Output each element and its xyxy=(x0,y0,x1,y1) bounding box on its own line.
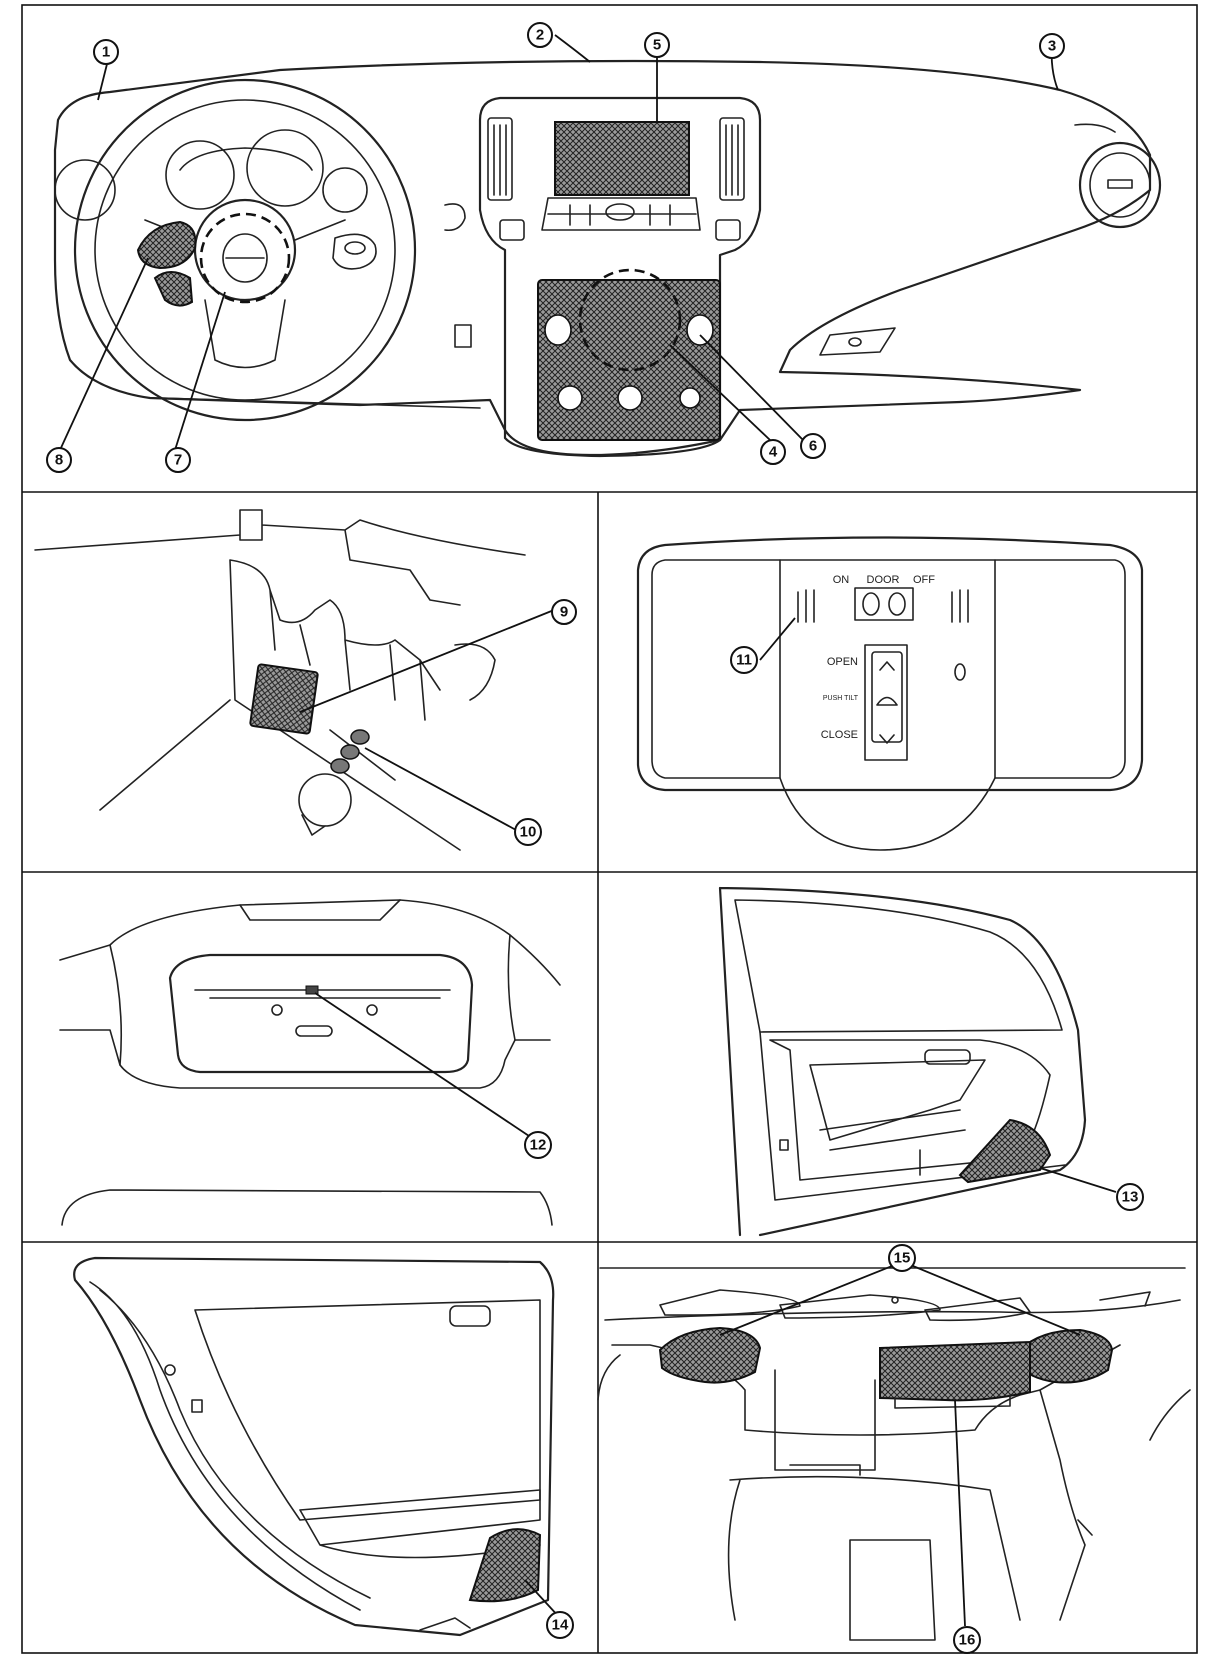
callout-13: 13 xyxy=(1116,1183,1144,1211)
svg-text:5: 5 xyxy=(653,37,661,54)
svg-text:15: 15 xyxy=(894,1250,911,1267)
callout-1: 1 xyxy=(93,39,119,65)
sunroof-push-tilt-label: PUSH TILT xyxy=(823,695,859,702)
svg-text:8: 8 xyxy=(55,452,63,469)
callout-6: 6 xyxy=(800,433,826,459)
panel-frames xyxy=(21,4,1198,1654)
svg-text:14: 14 xyxy=(552,1617,569,1634)
callout-10: 10 xyxy=(514,818,542,846)
svg-text:9: 9 xyxy=(560,604,568,621)
instrument-panel-view xyxy=(53,34,1162,458)
svg-text:4: 4 xyxy=(769,444,778,461)
svg-text:11: 11 xyxy=(736,652,752,669)
callout-3: 3 xyxy=(1039,33,1065,59)
svg-text:3: 3 xyxy=(1048,38,1056,55)
svg-text:10: 10 xyxy=(520,824,537,841)
map-lamp-switch-label-off: OFF xyxy=(913,574,935,586)
sunroof-close-label: CLOSE xyxy=(821,729,858,741)
callout-11: 11 xyxy=(730,646,758,674)
callout-5: 5 xyxy=(644,32,670,58)
map-lamp-view: ON DOOR OFF OPEN PUSH TILT CLOSE xyxy=(636,536,1144,851)
front-door-view xyxy=(718,886,1117,1237)
callout-12: 12 xyxy=(524,1131,552,1159)
svg-text:1: 1 xyxy=(102,44,110,61)
callout-7: 7 xyxy=(165,447,191,473)
callout-16: 16 xyxy=(953,1626,981,1654)
callout-14: 14 xyxy=(546,1611,574,1639)
callout-15: 15 xyxy=(888,1244,916,1272)
svg-text:6: 6 xyxy=(809,438,817,455)
package-tray-view xyxy=(597,1265,1191,1641)
callout-9: 9 xyxy=(551,599,577,625)
map-lamp-switch-label-door: DOOR xyxy=(867,574,900,586)
svg-text:7: 7 xyxy=(174,452,182,469)
callout-4: 4 xyxy=(760,439,786,465)
svg-text:2: 2 xyxy=(536,27,544,44)
svg-text:16: 16 xyxy=(959,1632,976,1649)
callout-8: 8 xyxy=(46,447,72,473)
rear-shelf-view xyxy=(59,899,561,1226)
svg-text:13: 13 xyxy=(1122,1189,1139,1206)
map-lamp-switch-label-on: ON xyxy=(833,574,850,586)
callout-2: 2 xyxy=(527,22,553,48)
rear-door-view xyxy=(73,1256,561,1637)
footwell-view xyxy=(34,509,555,851)
sunroof-open-label: OPEN xyxy=(827,656,858,668)
svg-text:12: 12 xyxy=(530,1137,547,1154)
